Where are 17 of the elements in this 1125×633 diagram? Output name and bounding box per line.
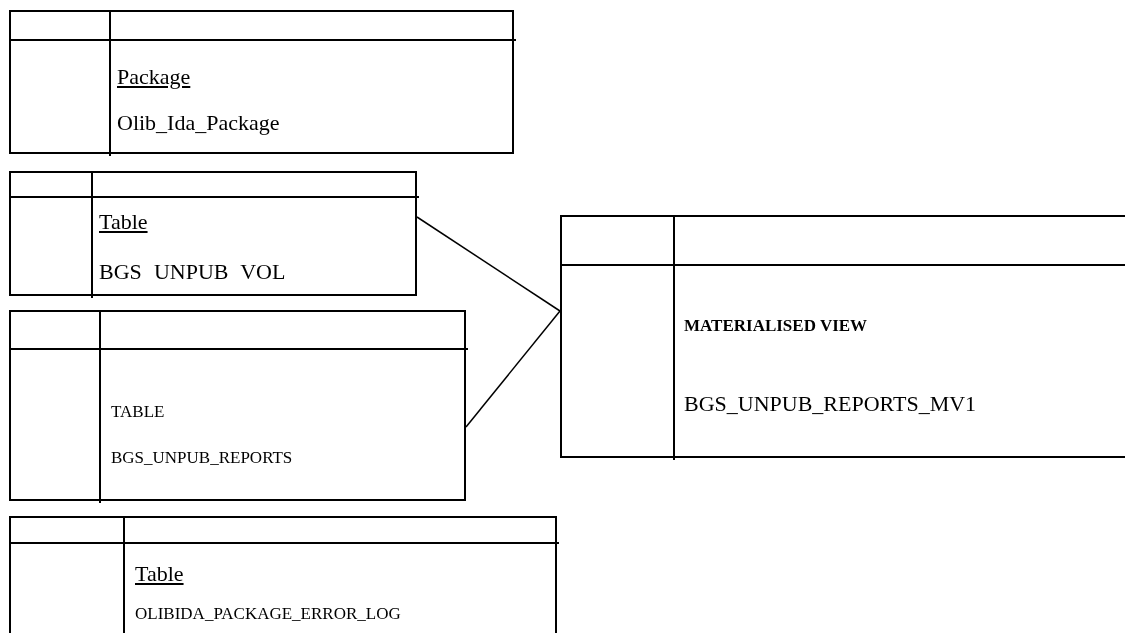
connector-line	[416, 216, 561, 312]
object-name: BGS UNPUB VOL	[99, 259, 286, 285]
object-name: BGS_UNPUB_REPORTS_MV1	[684, 391, 977, 417]
database-object-box	[9, 310, 466, 501]
object-name: Olib_Ida_Package	[117, 110, 280, 136]
connector-line	[465, 310, 561, 428]
database-object-box	[9, 10, 514, 154]
object-type-label: TABLE	[111, 402, 165, 422]
object-type-label: Package	[117, 64, 191, 90]
object-type-label: MATERIALISED VIEW	[684, 316, 868, 336]
object-type-label: Table	[135, 561, 184, 587]
database-object-box	[9, 516, 557, 633]
database-object-box	[560, 215, 1125, 458]
object-name: BGS_UNPUB_REPORTS	[111, 448, 293, 468]
object-type-label: Table	[99, 209, 148, 235]
database-object-box	[9, 171, 417, 296]
object-name: OLIBIDA_PACKAGE_ERROR_LOG	[135, 604, 401, 624]
